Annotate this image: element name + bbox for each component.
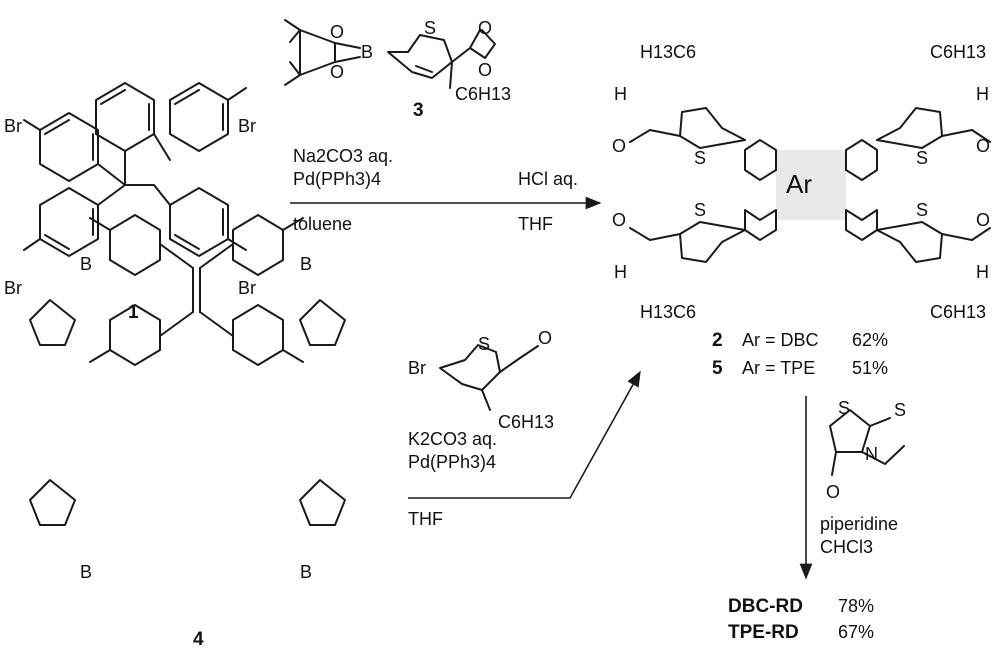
sulfur-label: S bbox=[916, 200, 928, 220]
hexyl-label: H13C6 bbox=[640, 302, 696, 322]
compound-1-label: 1 bbox=[128, 302, 139, 323]
oxygen-label: O bbox=[478, 60, 492, 80]
hexyl-label: C6H13 bbox=[498, 412, 554, 432]
reagent-line: piperidine bbox=[820, 514, 898, 534]
product-structure: Ar H13C6 H O S C6H13 H O S H13C6 H O S C… bbox=[612, 42, 991, 322]
h-label: H bbox=[614, 262, 627, 282]
br-label: Br bbox=[408, 358, 426, 378]
h-label: H bbox=[614, 84, 627, 104]
compound-1-structure: Br Br Br Br 1 bbox=[4, 82, 256, 323]
final-product-name: TPE-RD bbox=[728, 622, 799, 643]
solvent-line: THF bbox=[518, 214, 553, 234]
product-ar: Ar = DBC bbox=[742, 330, 819, 350]
reagent-line: K2CO3 aq. bbox=[408, 429, 497, 449]
oxygen-label: O bbox=[538, 328, 552, 348]
sulfur-label: S bbox=[694, 148, 706, 168]
h-label: H bbox=[976, 84, 989, 104]
reagent-line: HCl aq. bbox=[518, 169, 578, 189]
compound-4-label: 4 bbox=[193, 629, 204, 650]
rhodanine-structure: S S N O bbox=[826, 398, 906, 502]
reagent-line: Na2CO3 aq. bbox=[293, 146, 393, 166]
boron-label: B bbox=[361, 42, 373, 62]
sulfur-label: S bbox=[424, 18, 436, 38]
hexyl-label: H13C6 bbox=[640, 42, 696, 62]
oxygen-label: O bbox=[612, 136, 626, 156]
product-ar: Ar = TPE bbox=[742, 358, 815, 378]
boron-label: B bbox=[300, 562, 312, 582]
product-number: 5 bbox=[712, 358, 723, 379]
product-yield: 51% bbox=[852, 358, 888, 378]
hexyl-label: C6H13 bbox=[455, 84, 511, 104]
solvent-line: CHCl3 bbox=[820, 537, 873, 557]
final-product-name: DBC-RD bbox=[728, 596, 803, 617]
sulfur-label: S bbox=[838, 398, 850, 418]
boron-label: B bbox=[300, 254, 312, 274]
hexyl-label: C6H13 bbox=[930, 302, 986, 322]
br-label: Br bbox=[4, 116, 22, 136]
bromothiophene-aldehyde-structure: Br S O C6H13 bbox=[408, 328, 554, 432]
reagent-line: Pd(PPh3)4 bbox=[408, 452, 496, 472]
hexyl-label: C6H13 bbox=[930, 42, 986, 62]
oxygen-label: O bbox=[612, 210, 626, 230]
product-yield-table: 2 Ar = DBC 62% 5 Ar = TPE 51% bbox=[712, 330, 888, 379]
oxygen-label: O bbox=[330, 62, 344, 82]
oxygen-label: O bbox=[826, 482, 840, 502]
compound-3-label: 3 bbox=[413, 100, 424, 121]
oxygen-label: O bbox=[478, 18, 492, 38]
sulfur-label: S bbox=[894, 400, 906, 420]
h-label: H bbox=[976, 262, 989, 282]
product-yield: 62% bbox=[852, 330, 888, 350]
product-number: 2 bbox=[712, 330, 723, 351]
sulfur-label: S bbox=[916, 148, 928, 168]
oxygen-label: O bbox=[976, 210, 990, 230]
oxygen-label: O bbox=[330, 22, 344, 42]
oxygen-label: O bbox=[976, 136, 990, 156]
sulfur-label: S bbox=[694, 200, 706, 220]
final-product-yield: 67% bbox=[838, 622, 874, 642]
nitrogen-label: N bbox=[865, 444, 878, 464]
br-label: Br bbox=[238, 278, 256, 298]
reagent-line: Pd(PPh3)4 bbox=[293, 169, 381, 189]
final-product-yield: 78% bbox=[838, 596, 874, 616]
boron-label: B bbox=[80, 254, 92, 274]
compound-4-structure: B B B B 4 bbox=[29, 214, 346, 650]
solvent-line: toluene bbox=[293, 214, 352, 234]
solvent-line: THF bbox=[408, 509, 443, 529]
ar-core-label: Ar bbox=[786, 169, 812, 199]
boron-label: B bbox=[80, 562, 92, 582]
br-label: Br bbox=[238, 116, 256, 136]
final-products: DBC-RD 78% TPE-RD 67% bbox=[728, 596, 874, 643]
sulfur-label: S bbox=[478, 334, 490, 354]
reaction-arrow-2 bbox=[408, 370, 641, 499]
br-label: Br bbox=[4, 278, 22, 298]
compound-3-structure: B O O S O O C6H13 3 bbox=[284, 18, 511, 121]
